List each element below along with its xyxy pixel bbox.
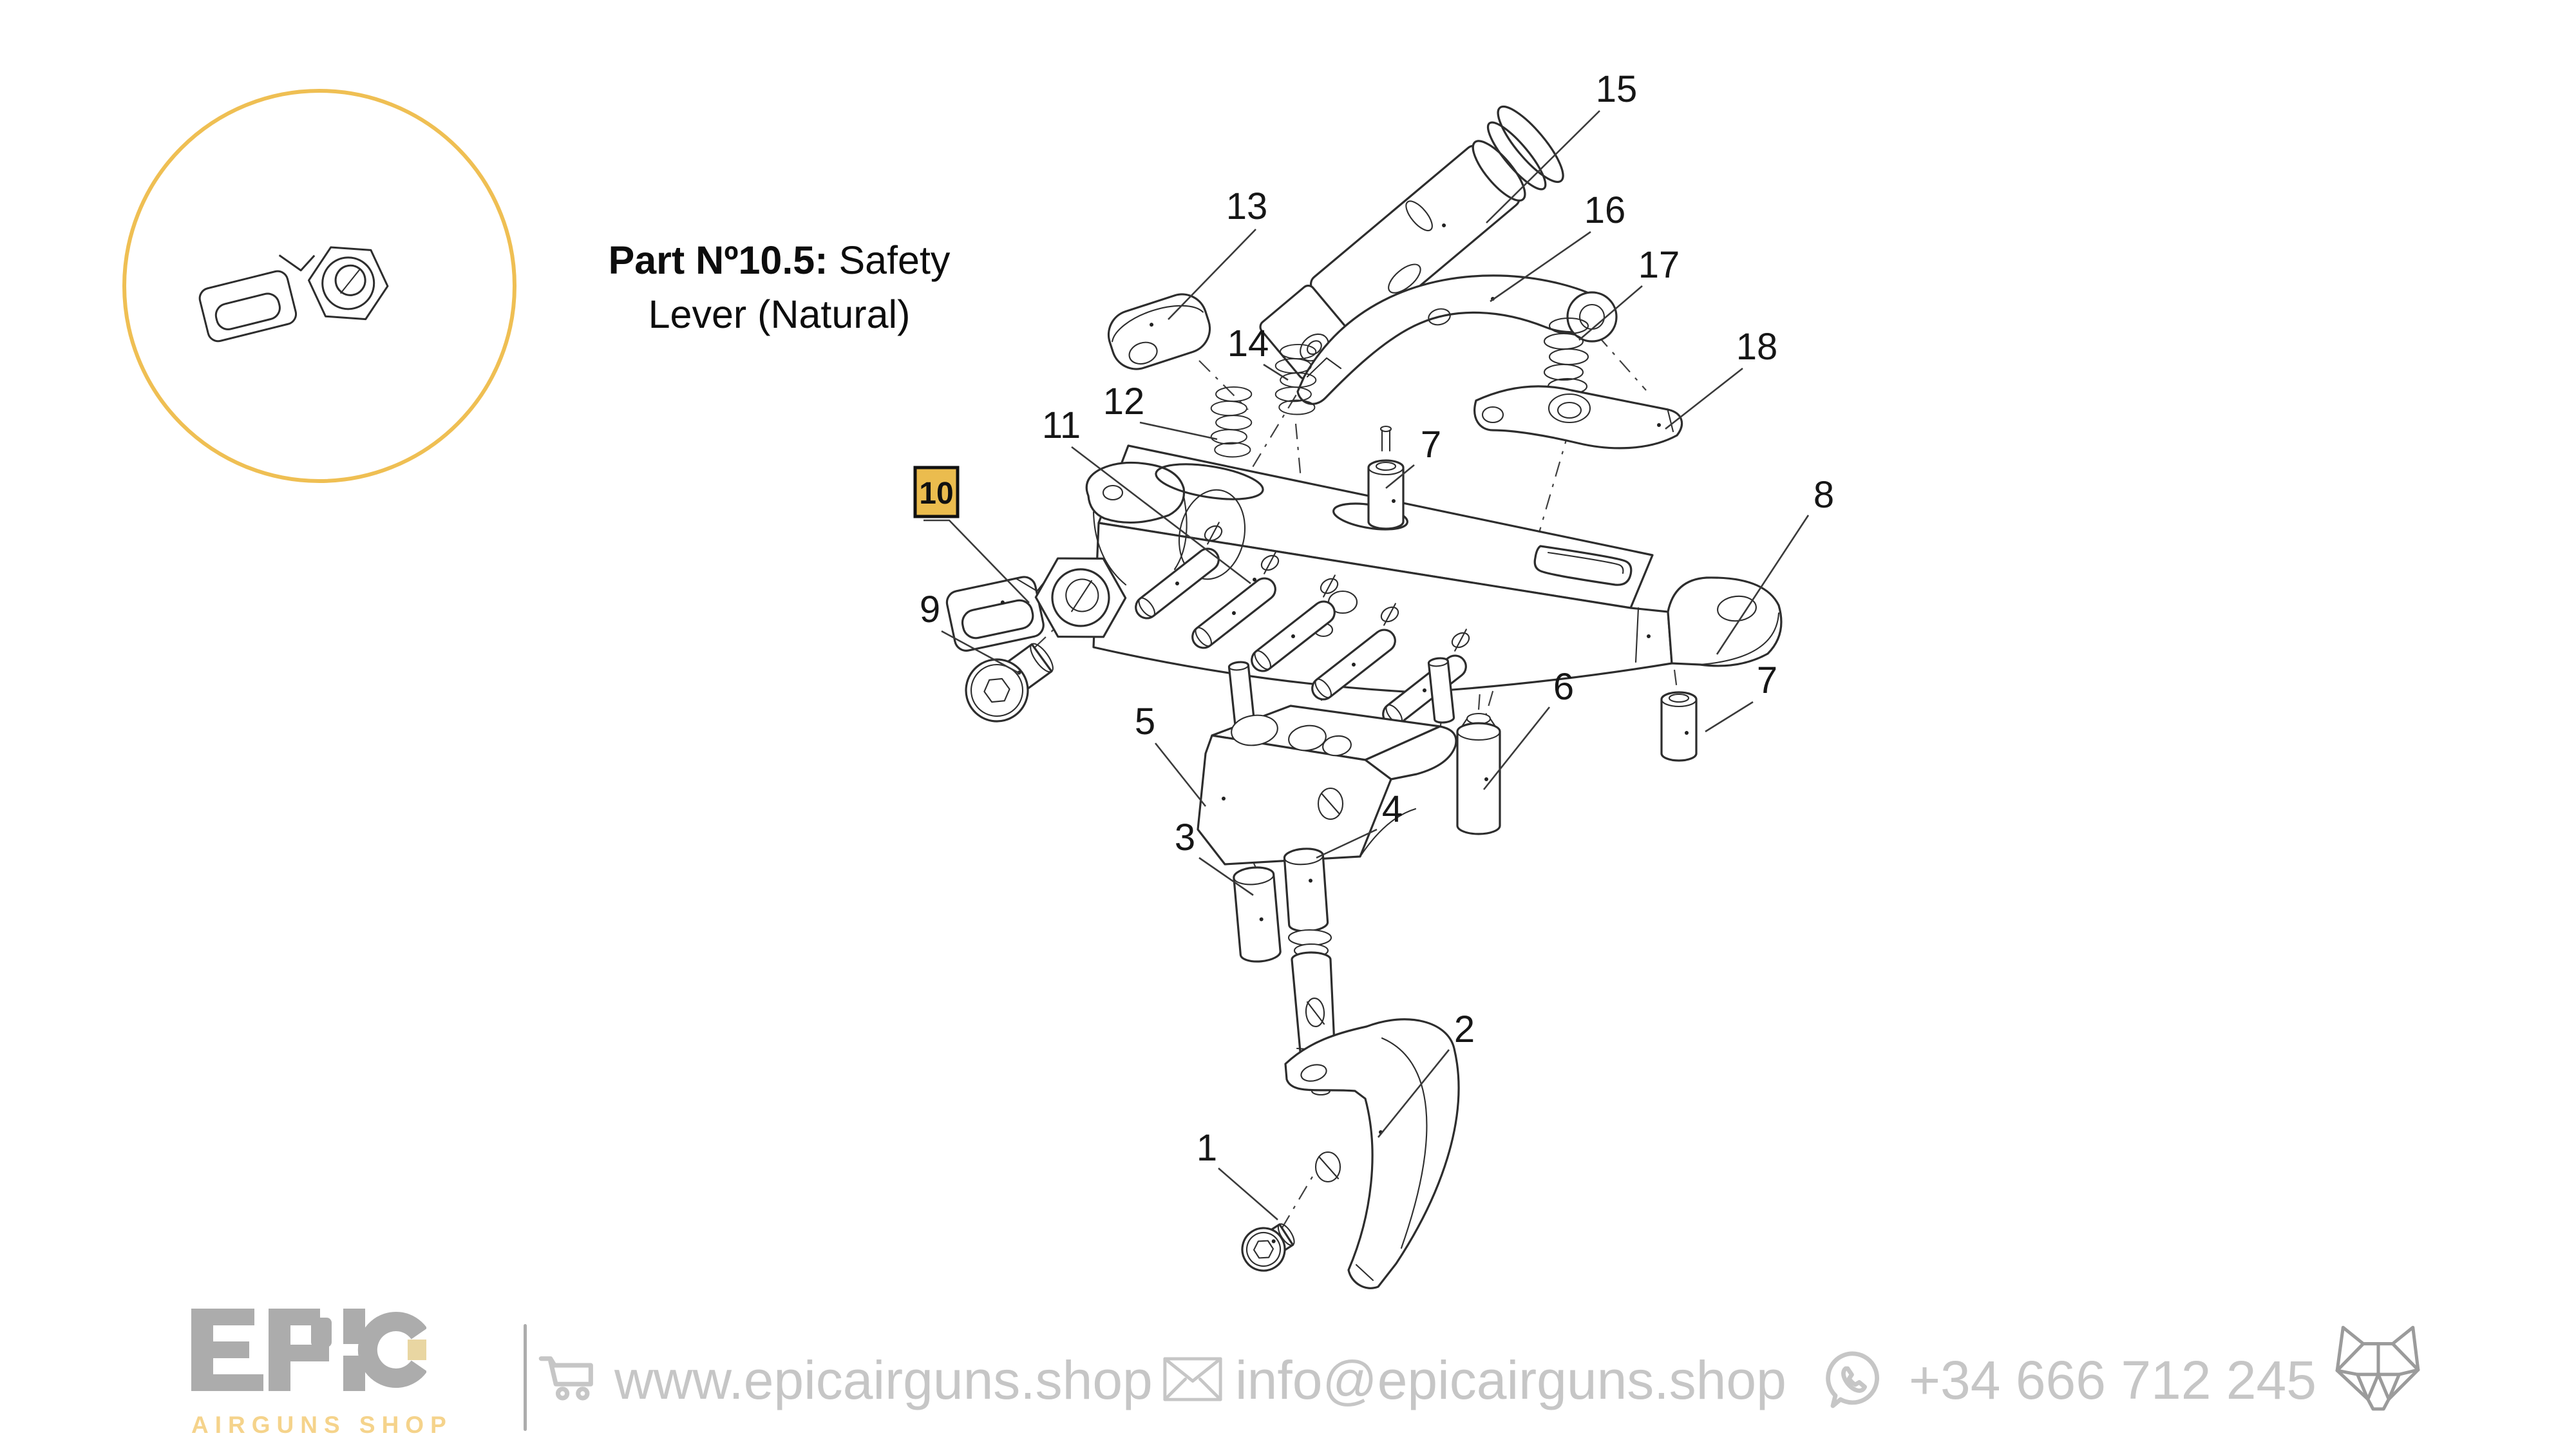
footer-divider xyxy=(524,1324,527,1431)
safety-lever-thumbnail xyxy=(198,246,389,343)
callout-3: 3 xyxy=(1175,817,1195,858)
part-3-pin xyxy=(1233,866,1282,963)
part-15-cylinder xyxy=(1259,105,1564,380)
callout-11: 11 xyxy=(1042,404,1081,446)
phone-text: +34 666 712 245 xyxy=(1909,1349,2316,1410)
callout-2: 2 xyxy=(1454,1009,1475,1050)
part-2-trigger xyxy=(1284,1018,1460,1289)
part-18-safety-sear xyxy=(1473,385,1683,450)
callout-14: 14 xyxy=(1227,323,1269,365)
callout-17: 17 xyxy=(1638,244,1680,286)
callout-1: 1 xyxy=(1197,1127,1217,1169)
callout-5: 5 xyxy=(1135,701,1155,743)
callout-10: 10 xyxy=(919,477,953,511)
callout-13: 13 xyxy=(1226,185,1268,227)
callout-labels: 15 13 16 17 18 14 12 11 7 8 9 5 6 7 4 3 … xyxy=(920,68,1834,1169)
callout-7-upper: 7 xyxy=(1421,424,1441,466)
envelope-icon xyxy=(1163,1357,1222,1401)
part-1-screw xyxy=(1241,1223,1295,1272)
callout-16: 16 xyxy=(1584,189,1626,231)
email-item: info@epicairguns.shop xyxy=(1163,1345,1786,1416)
epic-logo-icon xyxy=(191,1309,426,1391)
part-12-spring xyxy=(1210,386,1253,458)
part-16-sear-lever xyxy=(1296,274,1618,405)
callout-18: 18 xyxy=(1736,326,1778,368)
leader-lines xyxy=(923,110,1810,1220)
phone-item: +34 666 712 245 xyxy=(1824,1345,2316,1416)
callout-6: 6 xyxy=(1553,666,1574,708)
epic-logo xyxy=(191,1309,426,1392)
part-title-line2: Lever (Natural) xyxy=(648,292,911,336)
part-name-start: Safety xyxy=(838,238,951,282)
part-6-cylinder xyxy=(1456,712,1501,835)
logo-tagline: AIRGUNS SHOP xyxy=(191,1412,453,1438)
wolf-head-icon xyxy=(2335,1325,2420,1411)
email-text: info@epicairguns.shop xyxy=(1235,1349,1786,1410)
callout-12: 12 xyxy=(1103,381,1145,422)
part-7-plug-upper xyxy=(1367,425,1405,530)
part-thumbnail-circle xyxy=(122,89,516,483)
part-13-block xyxy=(1107,293,1211,370)
callout-7-right: 7 xyxy=(1757,659,1777,701)
website-text: www.epicairguns.shop xyxy=(614,1349,1153,1410)
callout-8: 8 xyxy=(1814,474,1834,516)
whatsapp-icon xyxy=(1826,1351,1879,1408)
part-7-plug-right xyxy=(1660,691,1698,762)
part-10-safety-lever xyxy=(945,557,1127,652)
part-4-pin xyxy=(1283,848,1329,933)
callout-4: 4 xyxy=(1382,788,1403,830)
wolf-logo xyxy=(2321,1316,2434,1414)
highlighted-callout-10: 10 xyxy=(913,466,960,518)
callout-15: 15 xyxy=(1596,68,1638,110)
website-item: www.epicairguns.shop xyxy=(537,1345,1153,1416)
cart-icon xyxy=(538,1356,593,1401)
callout-9: 9 xyxy=(920,589,940,630)
part-number-label: Part Nº10.5: xyxy=(608,238,828,282)
logo-bullet xyxy=(408,1340,426,1360)
part-5-trigger-housing xyxy=(1197,705,1457,866)
part-title: Part Nº10.5: Safety Lever (Natural) xyxy=(567,233,992,341)
part-title-line1: Part Nº10.5: Safety xyxy=(567,233,992,287)
